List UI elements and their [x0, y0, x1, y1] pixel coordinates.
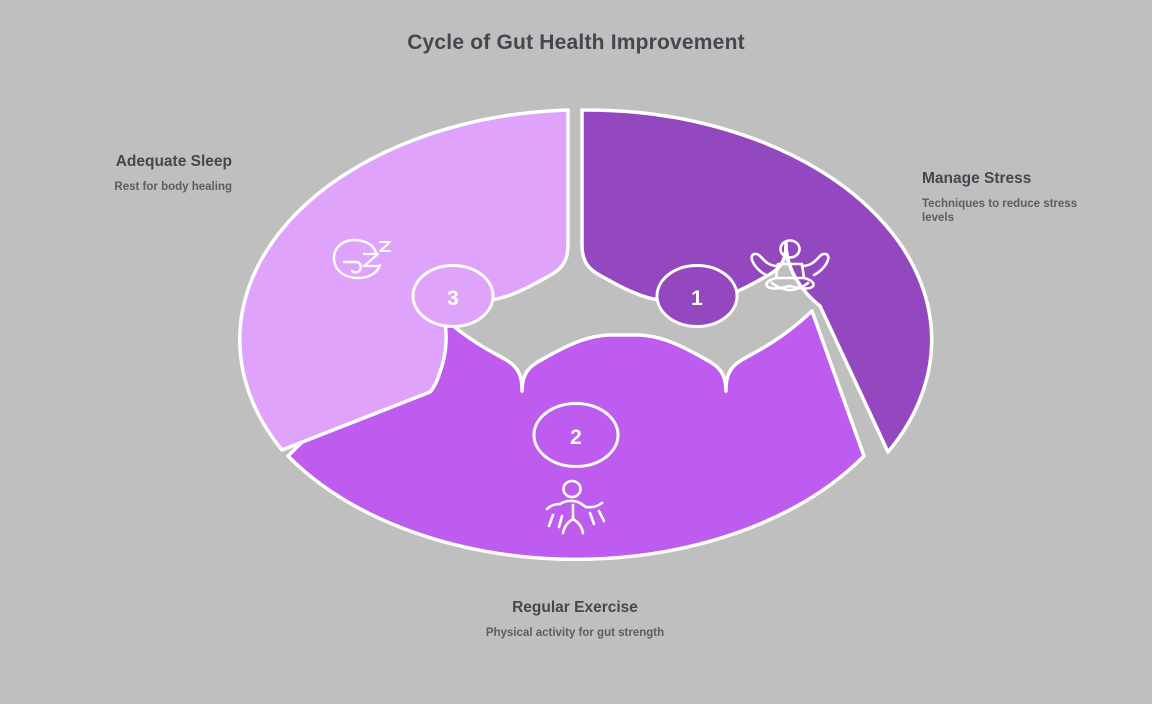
sleeping-face-zzz-icon — [332, 238, 391, 280]
badge-2-circle[interactable] — [532, 402, 620, 468]
running-person-icon — [545, 479, 606, 535]
segment-manage-stress-shape[interactable] — [580, 108, 934, 454]
badge-3-label: 3 — [447, 287, 459, 310]
label-manage-stress-description: Techniques to reduce stress levels — [922, 198, 1078, 224]
label-regular-exercise-title: Regular Exercise — [512, 599, 638, 616]
segment-badge-1[interactable]: 1 — [655, 264, 739, 328]
segment-manage-stress[interactable]: 1 — [580, 108, 934, 454]
label-manage-stress: Manage Stress Techniques to reduce stres… — [922, 170, 1112, 225]
badge-1-circle[interactable] — [655, 264, 739, 328]
badge-2-label: 2 — [570, 426, 582, 449]
label-regular-exercise-description: Physical activity for gut strength — [485, 627, 665, 639]
label-regular-exercise: Regular Exercise Physical activity for g… — [445, 599, 705, 640]
label-manage-stress-title: Manage Stress — [922, 170, 1032, 187]
segment-adequate-sleep[interactable]: 3 — [238, 108, 570, 452]
badge-1-label: 1 — [691, 287, 703, 310]
label-adequate-sleep-description: Rest for body healing — [114, 181, 232, 193]
segment-badge-2[interactable]: 2 — [532, 402, 620, 468]
segment-adequate-sleep-shape[interactable] — [238, 108, 570, 452]
label-adequate-sleep: Adequate Sleep Rest for body healing — [40, 153, 232, 194]
page-title: Cycle of Gut Health Improvement — [407, 31, 745, 54]
segment-badge-3[interactable]: 3 — [411, 264, 495, 328]
meditation-lotus-icon — [750, 239, 830, 292]
label-adequate-sleep-title: Adequate Sleep — [115, 153, 232, 170]
badge-3-circle[interactable] — [411, 264, 495, 328]
